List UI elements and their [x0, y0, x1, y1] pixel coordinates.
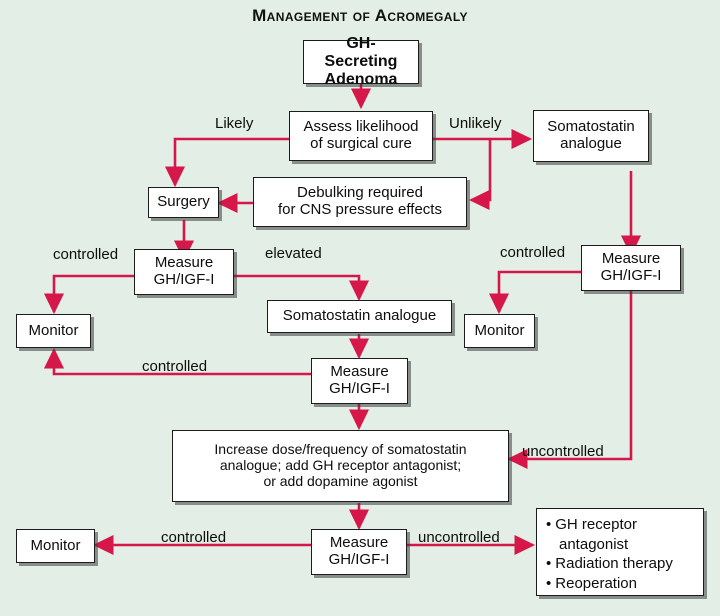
- measure-left-line-2: GH/IGF-I: [153, 271, 215, 288]
- option-2-label: Radiation therapy: [555, 555, 673, 572]
- edge-label-unlikely: Unlikely: [449, 115, 502, 132]
- edge-measure-left-elevated-to-somatostatin-mid: [234, 274, 370, 302]
- node-surgery[interactable]: Surgery: [148, 187, 219, 218]
- node-somatostatin-analogue-middle[interactable]: Somatostatin analogue: [267, 300, 452, 333]
- adenoma-line-2: Adenoma: [324, 70, 398, 88]
- edge-label-uncontrolled-middle: uncontrolled: [522, 443, 604, 460]
- bullet-icon: •: [546, 574, 552, 592]
- option-gh-receptor-antagonist: •GH receptor antagonist: [546, 515, 695, 554]
- somatostatin-right-line-2: analogue: [560, 135, 622, 152]
- monitor-left-label: Monitor: [28, 321, 79, 339]
- edge-unlikely-to-debulking: [468, 139, 492, 211]
- node-measure-gh-igf-right[interactable]: Measure GH/IGF-I: [581, 245, 681, 291]
- node-monitor-left[interactable]: Monitor: [16, 314, 91, 348]
- monitor-bottom-label: Monitor: [30, 536, 81, 554]
- edge-measure-mid-controlled-to-monitor: [43, 347, 311, 376]
- measure-mid-line-1: Measure: [330, 363, 389, 381]
- measure-bottom-line-2: GH/IGF-I: [328, 551, 390, 568]
- edge-label-controlled-right: controlled: [500, 244, 566, 261]
- page-title: Management of Acromegaly: [252, 6, 468, 25]
- measure-bottom-line-1: Measure: [329, 534, 389, 552]
- node-measure-gh-igf-left[interactable]: Measure GH/IGF-I: [134, 249, 234, 295]
- assess-line-2: of surgical cure: [310, 135, 412, 152]
- somatostatin-right-line-1: Somatostatin: [547, 118, 635, 136]
- measure-right-line-2: GH/IGF-I: [600, 267, 662, 284]
- edge-label-likely: Likely: [215, 115, 254, 132]
- edge-label-elevated: elevated: [265, 245, 322, 262]
- increase-line-2: analogue; add GH receptor antagonist;: [219, 457, 462, 474]
- assess-line-1: Assess likelihood: [303, 118, 419, 136]
- bullet-icon: •: [546, 516, 552, 533]
- measure-mid-line-2: GH/IGF-I: [329, 380, 390, 397]
- somatostatin-mid-label: Somatostatin analogue: [282, 307, 437, 325]
- node-debulking-required[interactable]: Debulking required for CNS pressure effe…: [253, 177, 467, 227]
- debulking-line-1: Debulking required: [297, 184, 423, 202]
- monitor-right-label: Monitor: [474, 321, 525, 339]
- adenoma-line-1: GH-Secreting: [324, 35, 398, 71]
- node-measure-gh-igf-bottom[interactable]: Measure GH/IGF-I: [311, 529, 407, 575]
- edge-label-uncontrolled-bottom: uncontrolled: [418, 529, 500, 546]
- measure-right-line-1: Measure: [601, 250, 661, 268]
- option-reoperation: •Reoperation: [546, 574, 695, 594]
- node-gh-secreting-adenoma[interactable]: GH-Secreting Adenoma: [303, 35, 419, 88]
- edge-measure-right-controlled-to-monitor: [488, 270, 581, 315]
- option-3-label: Reoperation: [555, 574, 637, 592]
- node-somatostatin-analogue-right[interactable]: Somatostatin analogue: [533, 110, 649, 162]
- bullet-icon: •: [546, 555, 552, 572]
- edge-likely-to-surgery: [164, 137, 289, 188]
- node-monitor-right[interactable]: Monitor: [464, 314, 535, 348]
- increase-line-1: Increase dose/frequency of somatostatin: [214, 441, 467, 458]
- edge-label-controlled-bottom: controlled: [161, 529, 227, 546]
- measure-left-line-1: Measure: [154, 254, 214, 272]
- node-measure-gh-igf-middle[interactable]: Measure GH/IGF-I: [311, 358, 408, 404]
- surgery-label: Surgery: [157, 193, 210, 211]
- edge-measure-right-uncontrolled-to-increase: [506, 289, 633, 470]
- option-radiation-therapy: •Radiation therapy: [546, 554, 695, 574]
- option-1-line-2: antagonist: [559, 535, 629, 553]
- node-increase-dose-frequency[interactable]: Increase dose/frequency of somatostatin …: [172, 430, 509, 502]
- node-monitor-bottom[interactable]: Monitor: [16, 529, 95, 563]
- debulking-line-2: for CNS pressure effects: [278, 201, 442, 218]
- edge-label-controlled-left: controlled: [53, 246, 119, 263]
- node-assess-likelihood[interactable]: Assess likelihood of surgical cure: [289, 111, 433, 161]
- edge-measure-left-controlled-to-monitor: [43, 274, 134, 315]
- increase-line-3: or add dopamine agonist: [263, 472, 418, 489]
- edge-label-controlled-middle: controlled: [142, 358, 208, 375]
- node-salvage-options[interactable]: •GH receptor antagonist •Radiation thera…: [536, 508, 704, 596]
- option-1-line-1: GH receptor: [555, 516, 637, 533]
